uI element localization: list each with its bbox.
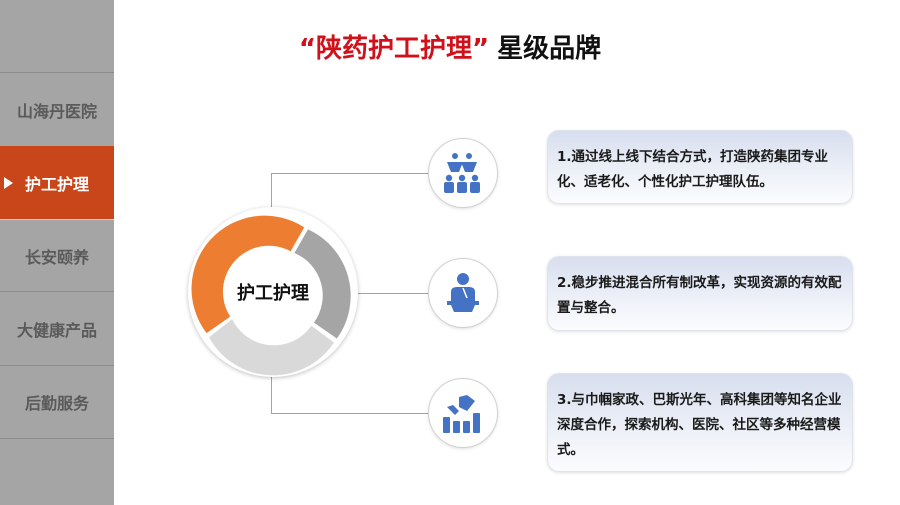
connector-line-bottom-vertical [271,372,272,414]
handshake-growth-icon [443,395,480,433]
sidebar-item-shanhaidan-hospital[interactable]: 山海丹医院 [0,73,114,146]
title-rest: 星级品牌 [497,34,602,64]
nav-divider [0,219,114,220]
donut-ring [191,215,351,376]
connector-line-top-vertical [271,173,272,213]
center-label: 护工护理 [237,283,309,304]
sidebar-item-logistics-services[interactable]: 后勤服务 [0,366,114,438]
connector-line-bottom-horizontal [271,413,428,414]
ring-segment-light-gray [209,319,334,376]
sidebar-item-label: 护工护理 [24,174,89,194]
nav-divider [0,438,114,439]
page-title: “陕药护工护理”星级品牌 [0,28,900,65]
point-3-card: 3.与巾帼家政、巴斯光年、高科集团等知名企业深度合作，探索机构、医院、社区等多种… [547,373,853,472]
point-2-text: 2.稳步推进混合所有制改革，实现资源的有效配置与整合。 [557,275,842,316]
connector-line-middle [358,293,428,294]
point-3-icon-circle [428,378,498,448]
nav-divider [0,72,114,73]
sidebar-nav: 山海丹医院 护工护理 长安颐养 大健康产品 后勤服务 [0,0,114,505]
sidebar-item-label: 长安颐养 [24,247,89,267]
point-2-card: 2.稳步推进混合所有制改革，实现资源的有效配置与整合。 [547,256,853,331]
title-highlight: “陕药护工护理” [298,34,490,64]
point-3-text: 3.与巾帼家政、巴斯光年、高科集团等知名企业深度合作，探索机构、医院、社区等多种… [557,392,842,458]
point-1-text: 1.通过线上线下结合方式，打造陕药集团专业化、适老化、个性化护工护理队伍。 [557,149,829,190]
sidebar-item-label: 山海丹医院 [16,101,97,121]
point-1-icon-circle [428,138,498,208]
ring-segment-dark-gray [294,229,351,339]
sidebar-item-health-products[interactable]: 大健康产品 [0,292,114,365]
point-1-card: 1.通过线上线下结合方式，打造陕药集团专业化、适老化、个性化护工护理队伍。 [547,130,853,204]
sidebar-item-changan-elderly-care[interactable]: 长安颐养 [0,220,114,291]
sidebar-item-label: 后勤服务 [24,394,89,413]
nav-divider [0,291,114,292]
sidebar-item-nursing-care[interactable]: 护工护理 [0,146,114,219]
connector-line-top-horizontal [271,173,428,174]
triangle-right-icon [4,176,13,189]
sidebar-item-label: 大健康产品 [16,320,97,340]
speaker-podium-icon [447,273,479,312]
conference-audience-icon [444,153,480,193]
nav-divider [0,365,114,366]
ring-segment-orange [191,215,305,334]
point-2-icon-circle [428,258,498,328]
